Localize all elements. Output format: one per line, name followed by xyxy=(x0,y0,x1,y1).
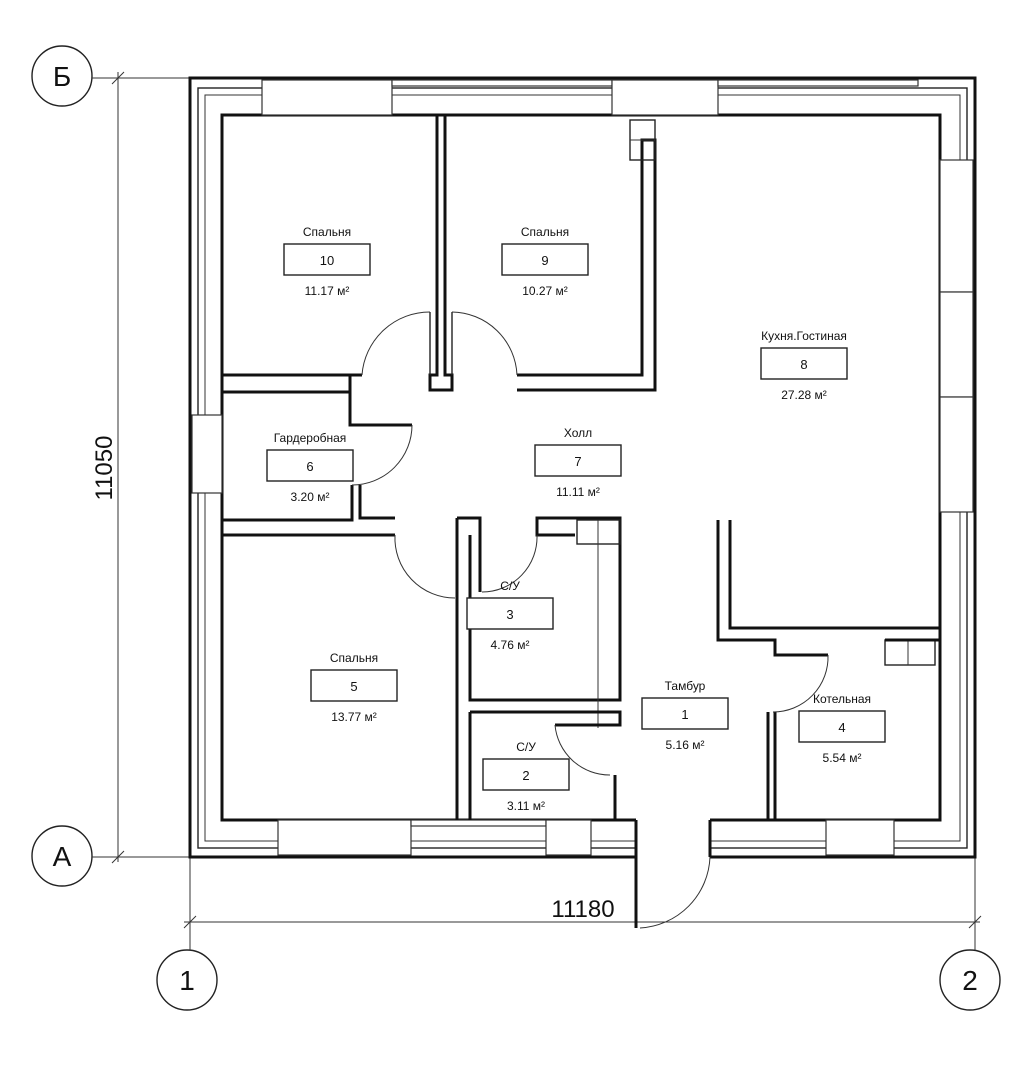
room-number: 4 xyxy=(838,720,845,735)
room-name: Котельная xyxy=(813,692,871,706)
room-name: Спальня xyxy=(330,651,378,665)
room-3: С/У 3 4.76 м² xyxy=(466,579,554,652)
room-7: Холл 7 11.11 м² xyxy=(534,426,622,499)
room-name: Тамбур xyxy=(665,679,706,693)
dimension-width-label: 11180 xyxy=(551,896,614,923)
room-name: Спальня xyxy=(303,225,351,239)
room-10: Спальня 10 11.17 м² xyxy=(283,225,371,298)
axis-label: 1 xyxy=(179,965,195,996)
room-6: Гардеробная 6 3.20 м² xyxy=(266,431,354,504)
room-number-box xyxy=(760,347,848,380)
windows xyxy=(191,79,974,856)
room-number-box xyxy=(466,597,554,630)
axis-marker-1: 1 xyxy=(156,857,218,1011)
room-number-box xyxy=(798,710,886,743)
room-name: Холл xyxy=(564,426,592,440)
room-number: 7 xyxy=(574,454,581,469)
room-name: Кухня.Гостиная xyxy=(761,329,847,343)
room-area: 11.17 м² xyxy=(305,284,350,298)
room-number-box xyxy=(534,444,622,477)
dimension-height: 11050 xyxy=(91,71,125,864)
room-number: 5 xyxy=(350,679,357,694)
room-9: Спальня 9 10.27 м² xyxy=(501,225,589,298)
room-area: 5.16 м² xyxy=(666,738,705,752)
room-number: 10 xyxy=(320,253,334,268)
room-area: 5.54 м² xyxy=(823,751,862,765)
interior-walls xyxy=(222,115,940,822)
room-number-box xyxy=(641,697,729,730)
room-name: Гардеробная xyxy=(274,431,347,445)
room-8: Кухня.Гостиная 8 27.28 м² xyxy=(760,329,848,402)
room-number-box xyxy=(266,449,354,482)
room-1: Тамбур 1 5.16 м² xyxy=(641,679,729,752)
room-name: С/У xyxy=(516,740,536,754)
room-number-box xyxy=(310,669,398,702)
dimension-width: 11180 xyxy=(183,896,982,929)
room-5: Спальня 5 13.77 м² xyxy=(310,651,398,724)
room-number: 2 xyxy=(522,768,529,783)
room-area: 13.77 м² xyxy=(331,710,377,724)
room-4: Котельная 4 5.54 м² xyxy=(798,692,886,765)
room-number: 9 xyxy=(541,253,548,268)
room-area: 27.28 м² xyxy=(781,388,827,402)
room-name: С/У xyxy=(500,579,520,593)
room-number: 1 xyxy=(681,707,688,722)
room-area: 4.76 м² xyxy=(491,638,530,652)
room-number-box xyxy=(501,243,589,276)
room-number: 3 xyxy=(506,607,513,622)
room-number-box xyxy=(283,243,371,276)
dimension-height-label: 11050 xyxy=(91,436,118,501)
room-area: 10.27 м² xyxy=(522,284,568,298)
axis-label: Б xyxy=(53,61,71,92)
axis-label: А xyxy=(53,841,72,872)
room-number: 8 xyxy=(800,357,807,372)
axis-marker-2: 2 xyxy=(939,857,1001,1011)
room-area: 3.11 м² xyxy=(507,799,545,813)
room-name: Спальня xyxy=(521,225,569,239)
axis-marker-b: Б xyxy=(31,45,190,107)
room-area: 11.11 м² xyxy=(556,485,600,499)
room-area: 3.20 м² xyxy=(291,490,330,504)
room-2: С/У 2 3.11 м² xyxy=(482,740,570,813)
axis-marker-a: А xyxy=(31,825,190,887)
room-number-box xyxy=(482,758,570,791)
door-swings xyxy=(351,311,829,776)
axis-label: 2 xyxy=(962,965,978,996)
room-number: 6 xyxy=(306,459,313,474)
